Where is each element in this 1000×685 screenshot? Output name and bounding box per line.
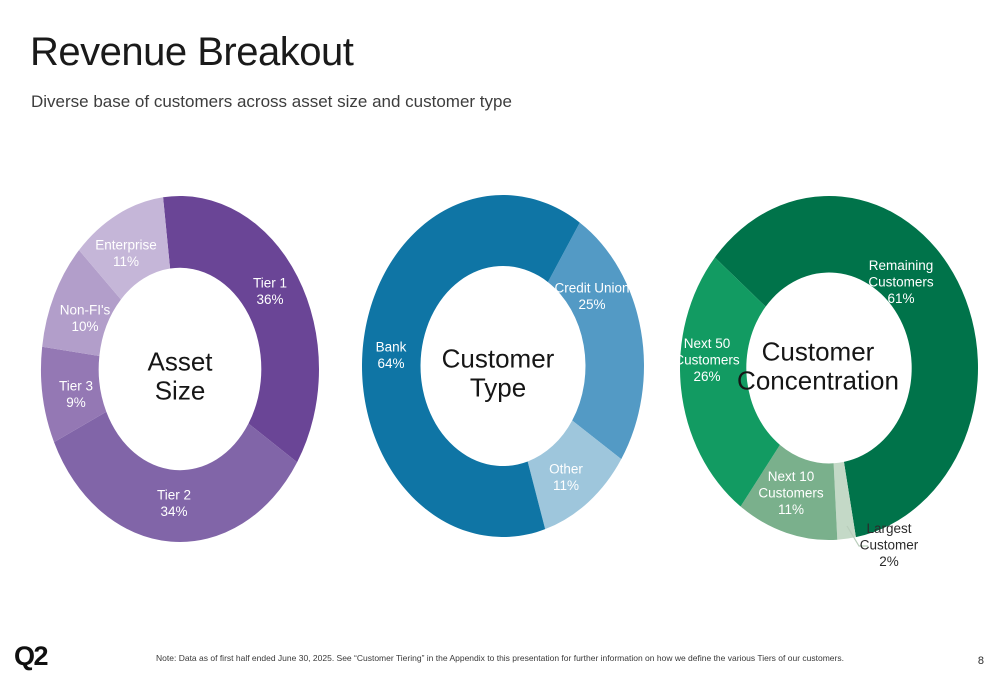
slice-customer-concentration-next-10-customers: [740, 444, 838, 540]
slice-asset-size-tier-1: [163, 196, 320, 463]
slice-asset-size-non-fi-s: [42, 250, 121, 356]
leader-line-customer-concentration: [846, 525, 868, 547]
slice-customer-type-bank: [361, 195, 580, 538]
slice-asset-size-tier-3: [41, 346, 107, 443]
page-subtitle: Diverse base of customers across asset s…: [31, 92, 512, 111]
slice-customer-type-credit-union: [547, 222, 644, 460]
slice-asset-size-enterprise: [79, 197, 171, 300]
page-number: 8: [977, 655, 984, 667]
slice-asset-size-tier-2: [54, 411, 298, 543]
slice-customer-type-other: [527, 420, 622, 530]
page-title: Revenue Breakout: [30, 30, 354, 74]
slice-customer-concentration-remaining-customers: [714, 195, 979, 538]
slice-customer-concentration-next-50-customers: [680, 257, 780, 507]
slice-customer-concentration-largest-customer: [833, 461, 856, 540]
footnote: Note: Data as of first half ended June 3…: [156, 653, 844, 663]
q2-logo: Q2: [14, 641, 49, 671]
